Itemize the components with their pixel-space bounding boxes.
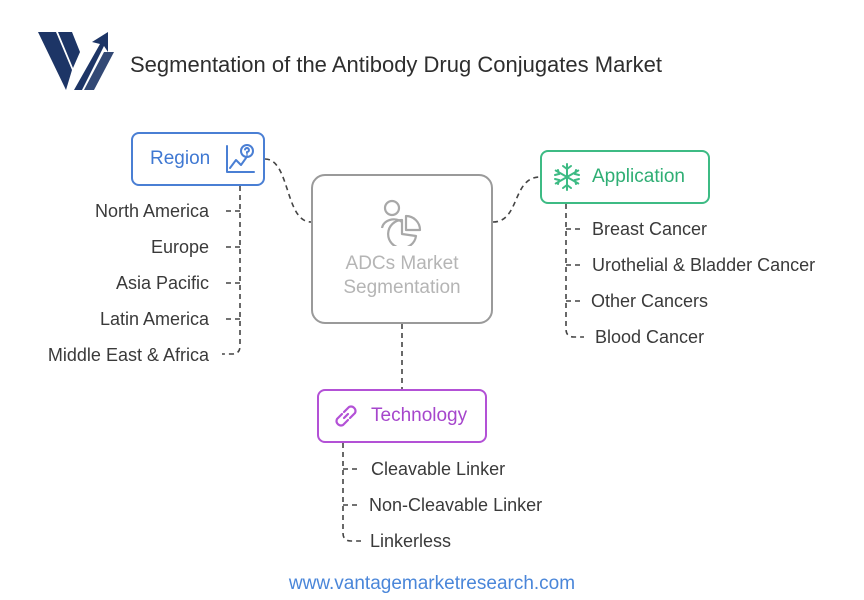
center-label-line2: Segmentation	[343, 277, 461, 298]
region-item: North America	[94, 201, 209, 221]
footer-url-link[interactable]: www.vantagemarketresearch.com	[288, 573, 576, 594]
snowflake-icon	[554, 163, 580, 191]
technology-item: Linkerless	[370, 531, 452, 551]
center-label-line1: ADCs Market	[345, 253, 459, 274]
technology-label: Technology	[371, 405, 468, 426]
application-item: Urothelial & Bladder Cancer	[592, 255, 816, 275]
chart-question-icon	[226, 144, 256, 173]
application-label: Application	[592, 166, 685, 187]
page-title: Segmentation of the Antibody Drug Conjug…	[130, 52, 662, 77]
region-node: Region	[131, 132, 265, 186]
application-node: Application	[540, 150, 710, 204]
region-item: Latin America	[99, 309, 209, 329]
connector-technology-trunk	[342, 443, 361, 542]
region-label: Region	[150, 148, 211, 169]
region-item: Middle East & Africa	[47, 345, 209, 365]
connector-region-trunk	[222, 186, 241, 355]
connector-region-center	[264, 158, 312, 223]
connector-application-center	[492, 176, 541, 223]
center-node: ADCs Market Segmentation	[311, 174, 493, 324]
application-item: Blood Cancer	[595, 327, 705, 347]
technology-item: Non-Cleavable Linker	[369, 495, 543, 515]
region-item: Europe	[150, 237, 209, 257]
link-icon	[335, 405, 357, 427]
pie-chart-person-icon	[380, 199, 422, 246]
vantage-logo	[38, 32, 114, 90]
technology-item: Cleavable Linker	[371, 459, 506, 479]
technology-node: Technology	[317, 389, 487, 443]
region-item: Asia Pacific	[115, 273, 209, 293]
application-item: Breast Cancer	[592, 219, 708, 239]
application-item: Other Cancers	[591, 291, 709, 311]
connector-application-trunk	[565, 204, 584, 338]
